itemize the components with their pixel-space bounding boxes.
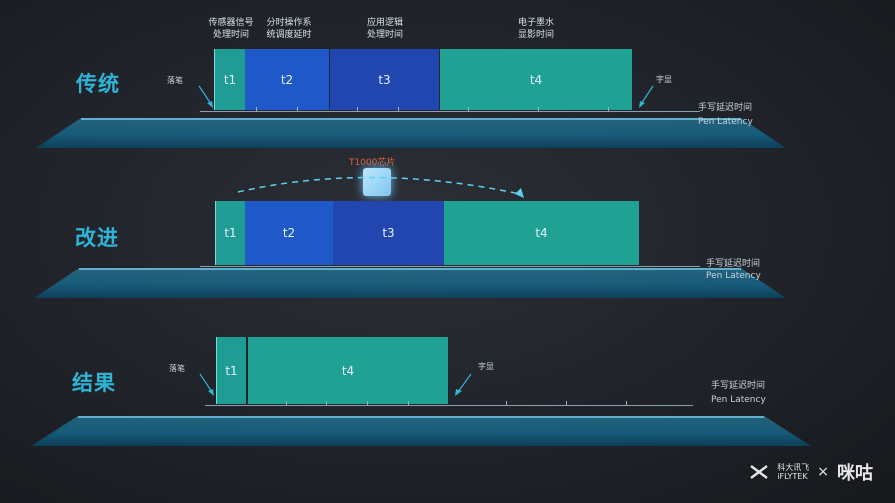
char-appear-arrow-icon bbox=[455, 373, 472, 396]
latency-label-cn: 手写延迟时间 bbox=[711, 381, 766, 391]
char-appear-label: 字显 bbox=[656, 75, 672, 84]
segment-t4: t4 bbox=[444, 201, 639, 265]
axis-tick bbox=[408, 401, 409, 405]
header-t4: 电子墨水 显影时间 bbox=[517, 18, 554, 40]
latency-label-en: Pen Latency bbox=[711, 395, 766, 405]
segment-t3: t3 bbox=[333, 201, 444, 265]
platform-improved bbox=[34, 268, 786, 298]
axis-tick bbox=[566, 401, 567, 405]
axis-tick bbox=[506, 401, 507, 405]
pen-down-arrow-icon bbox=[199, 373, 214, 396]
segment-t2: t2 bbox=[245, 201, 333, 265]
axis-tick bbox=[256, 107, 257, 111]
platform-result bbox=[31, 416, 811, 446]
pen-down-arrow-icon bbox=[198, 85, 213, 108]
axis-tick bbox=[538, 107, 539, 111]
iflytek-logo-icon bbox=[750, 465, 768, 479]
segment-t1: t1 bbox=[215, 201, 245, 265]
char-appear-arrow-icon bbox=[639, 85, 654, 108]
axis-tick bbox=[286, 401, 287, 405]
pen-down-label: 落笔 bbox=[167, 76, 183, 85]
row-title-improved: 改进 bbox=[75, 226, 119, 250]
axis-tick bbox=[357, 107, 358, 111]
pen-down-label: 落笔 bbox=[169, 364, 185, 373]
timeline-axis bbox=[200, 111, 700, 112]
header-t2: 分时操作系 统调度延时 bbox=[266, 18, 312, 40]
platform-traditional bbox=[36, 118, 786, 148]
latency-label-cn: 手写延迟时间 bbox=[698, 103, 753, 113]
row-title-result: 结果 bbox=[72, 371, 116, 395]
timeline-axis bbox=[200, 266, 700, 267]
segment-t3: t3 bbox=[330, 49, 439, 110]
header-t3: 应用逻辑 处理时间 bbox=[366, 18, 403, 40]
iflytek-wordmark: 科大讯飞 iFLYTEK bbox=[777, 463, 810, 481]
axis-tick bbox=[367, 401, 368, 405]
axis-tick bbox=[398, 107, 399, 111]
brand-separator: × bbox=[817, 464, 829, 480]
migu-logo: 咪咕 bbox=[837, 463, 873, 484]
segment-t4: t4 bbox=[440, 49, 632, 110]
segment-t1: t1 bbox=[214, 49, 245, 110]
axis-tick bbox=[608, 107, 609, 111]
dashed-arc-arrow-icon bbox=[237, 176, 524, 198]
axis-tick bbox=[326, 401, 327, 405]
timeline-axis bbox=[205, 405, 693, 406]
header-t1: 传感器信号 处理时间 bbox=[208, 18, 254, 40]
segment-t4: t4 bbox=[248, 337, 448, 404]
segment-t2: t2 bbox=[245, 49, 329, 110]
axis-tick bbox=[626, 401, 627, 405]
chip-icon bbox=[363, 168, 391, 196]
latency-label-cn: 手写延迟时间 bbox=[706, 259, 761, 269]
segment-t1: t1 bbox=[216, 337, 246, 404]
axis-tick bbox=[468, 107, 469, 111]
brand-watermark: 科大讯飞 iFLYTEK × 咪咕 bbox=[749, 459, 873, 485]
latency-label-en: Pen Latency bbox=[698, 117, 753, 127]
chip-label: T1000芯片 bbox=[349, 158, 396, 168]
row-title-traditional: 传统 bbox=[76, 72, 120, 96]
axis-tick bbox=[297, 107, 298, 111]
char-appear-label: 字显 bbox=[478, 362, 494, 371]
latency-label-en: Pen Latency bbox=[706, 271, 761, 281]
